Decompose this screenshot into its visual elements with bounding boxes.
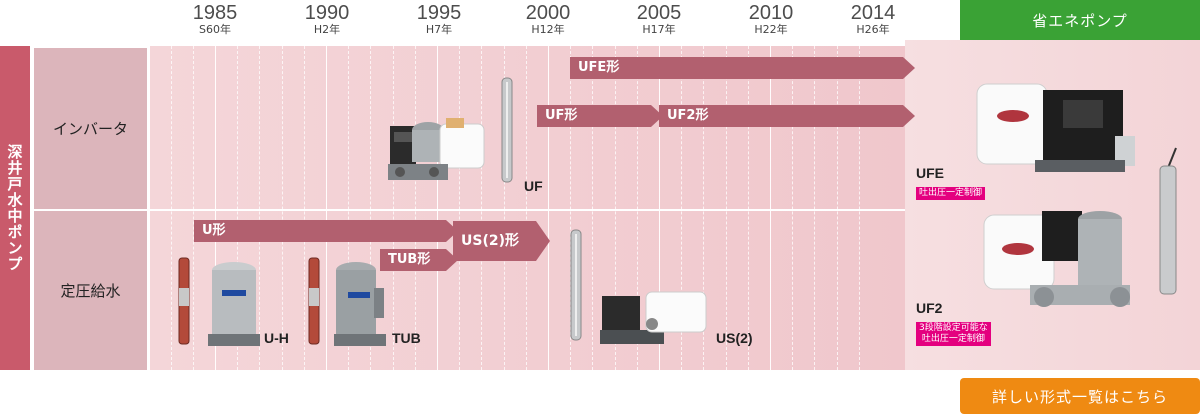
grid-line-2013 — [837, 46, 838, 370]
year-label: 1995 — [416, 2, 462, 24]
grid-line-2014 — [859, 46, 860, 370]
grid-line-1998 — [504, 46, 505, 370]
uf2-badge-line-1: 3段階設定可能な — [919, 323, 988, 333]
ufe-feature-badge: 吐出圧一定制御 — [916, 187, 986, 200]
arrow-ufe: UFE形 — [570, 57, 915, 79]
grid-line-1992 — [370, 46, 371, 370]
year-label: 2000 — [525, 2, 571, 24]
grid-line-1987 — [259, 46, 260, 370]
grid-line-2001 — [570, 46, 571, 370]
year-2005: 2005 H17年 — [619, 2, 699, 36]
era-label: H22年 — [754, 23, 788, 36]
u-h-tank-illustration — [208, 262, 260, 346]
tub-submersible-pump-illustration — [308, 257, 320, 345]
grid-line-1999 — [526, 46, 527, 370]
grid-line-2002 — [592, 46, 593, 370]
era-label: H17年 — [642, 23, 676, 36]
grid-line-1988 — [282, 46, 283, 370]
us2-submersible-pump-illustration — [570, 229, 582, 341]
year-label: 1985 — [192, 2, 238, 24]
grid-line-2009 — [748, 46, 749, 370]
arrow-u: U形 — [194, 220, 458, 242]
year-label: 2014 — [850, 2, 896, 24]
product-label-tub: TUB — [392, 330, 421, 346]
product-label-uf2: UF2 — [916, 300, 943, 316]
grid-line-1989 — [304, 46, 305, 370]
era-label: S60年 — [199, 23, 231, 36]
grid-line-1985 — [215, 46, 216, 370]
era-label: H7年 — [425, 23, 453, 36]
arrow-tub: TUB形 — [380, 249, 458, 271]
uf2-feature-badge: 3段階設定可能な 吐出圧一定制御 — [916, 322, 991, 346]
grid-line-1997 — [481, 46, 482, 370]
eco-pump-header: 省エネポンプ — [960, 0, 1200, 40]
uf-submersible-pump-illustration — [501, 77, 513, 183]
grid-line-2012 — [814, 46, 815, 370]
uf-pump-unit-illustration — [388, 118, 485, 180]
year-label: 1990 — [304, 2, 350, 24]
ufe-pump-unit-illustration — [976, 83, 1135, 172]
product-label-uf: UF — [524, 178, 543, 194]
year-label: 2010 — [748, 2, 794, 24]
category-label: 深井戸水中ポンプ — [0, 46, 30, 370]
grid-line-1986 — [237, 46, 238, 370]
arrow-us2: US(2)形 — [453, 221, 550, 261]
row-label-constant-pressure: 定圧給水 — [34, 211, 147, 370]
u-submersible-pump-illustration — [178, 257, 190, 345]
grid-line-2006 — [681, 46, 682, 370]
grid-line-1984 — [193, 46, 194, 370]
grid-line-1990 — [326, 46, 327, 370]
year-2014: 2014 H26年 — [833, 2, 913, 36]
year-label: 2005 — [636, 2, 682, 24]
grid-line-1983 — [171, 46, 172, 370]
year-1995: 1995 H7年 — [399, 2, 479, 36]
grid-line-2008 — [726, 46, 727, 370]
model-list-link-button[interactable]: 詳しい形式一覧はこちら — [960, 378, 1200, 414]
year-1990: 1990 H2年 — [287, 2, 367, 36]
uf2-pump-unit-illustration — [983, 211, 1130, 307]
era-label: H12年 — [531, 23, 565, 36]
grid-line-2005 — [659, 46, 660, 370]
arrow-uf2: UF2形 — [659, 105, 915, 127]
year-2000: 2000 H12年 — [508, 2, 588, 36]
grid-line-2007 — [703, 46, 704, 370]
ufe-submersible-pump-illustration — [1159, 147, 1177, 295]
product-label-us2: US(2) — [716, 330, 753, 346]
arrow-uf: UF形 — [537, 105, 663, 127]
us2-pump-unit-illustration — [600, 291, 707, 344]
row-label-inverter: インバータ — [34, 48, 147, 209]
grid-line-1993 — [393, 46, 394, 370]
era-label: H2年 — [313, 23, 341, 36]
grid-line-1994 — [415, 46, 416, 370]
grid-line-1995 — [437, 46, 438, 370]
product-label-ufe: UFE — [916, 165, 944, 181]
grid-line-2010 — [770, 46, 771, 370]
grid-line-2003 — [615, 46, 616, 370]
uf2-badge-line-2: 吐出圧一定制御 — [921, 334, 985, 344]
era-label: H26年 — [856, 23, 890, 36]
timeline-area — [150, 46, 905, 370]
year-1985: 1985 S60年 — [175, 2, 255, 36]
grid-line-2011 — [792, 46, 793, 370]
product-label-u-h: U-H — [264, 330, 289, 346]
grid-line-1996 — [459, 46, 460, 370]
tub-tank-illustration — [334, 262, 386, 346]
year-2010: 2010 H22年 — [731, 2, 811, 36]
grid-line-2004 — [637, 46, 638, 370]
grid-line-1991 — [348, 46, 349, 370]
row-divider — [150, 209, 905, 211]
grid-line-2000 — [548, 46, 549, 370]
